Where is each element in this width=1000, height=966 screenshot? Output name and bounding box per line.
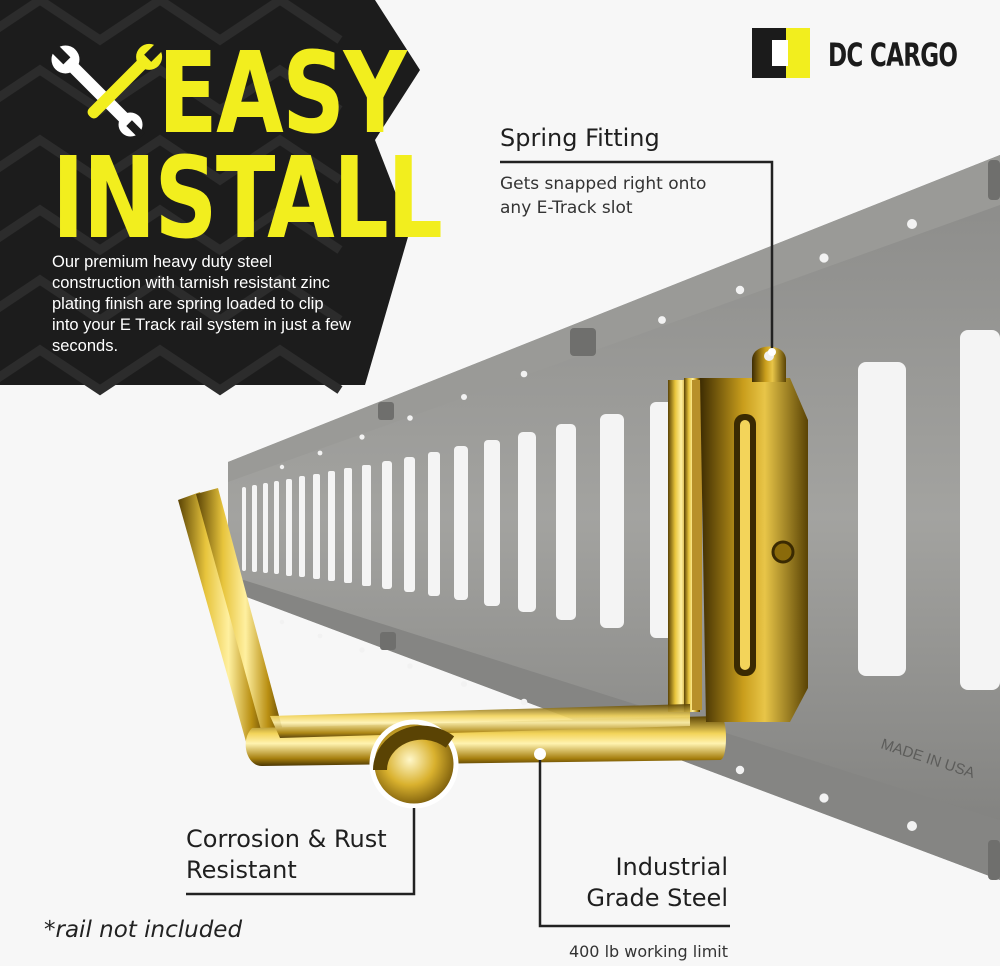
wrench-icon bbox=[47, 40, 166, 139]
logo-mark bbox=[752, 28, 810, 78]
callout-corrosion-title: Corrosion & Rust Resistant bbox=[186, 825, 387, 884]
banner-body-text: Our premium heavy duty steel constructio… bbox=[52, 253, 351, 355]
banner-title-line2: INSTALL bbox=[52, 134, 443, 264]
callout-spring-subtitle: Gets snapped right onto any E-Track slot bbox=[500, 174, 707, 218]
callout-spring-title: Spring Fitting bbox=[500, 124, 660, 152]
banner-title-line1: EASY bbox=[158, 29, 407, 159]
footnote: *rail not included bbox=[44, 917, 243, 943]
callout-steel-title: Industrial Grade Steel bbox=[586, 853, 728, 912]
brand-logo: DC CARGO bbox=[752, 26, 962, 80]
callout-steel-subtitle: 400 lb working limit bbox=[568, 942, 728, 961]
leader-lines bbox=[186, 160, 776, 928]
cargo-hook bbox=[178, 346, 808, 766]
detail-lens bbox=[369, 719, 459, 809]
steel-point-marker bbox=[534, 748, 546, 760]
logo-text: DC CARGO bbox=[828, 36, 958, 74]
